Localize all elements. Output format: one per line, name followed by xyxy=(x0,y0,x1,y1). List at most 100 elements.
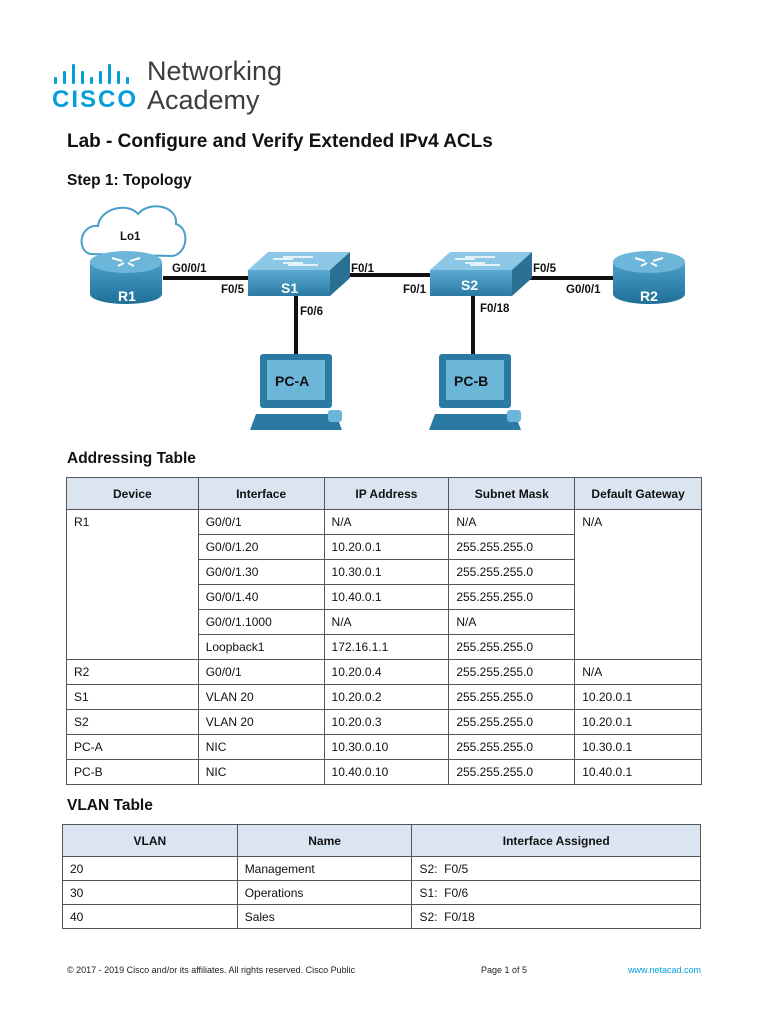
cell-gateway: 10.40.0.1 xyxy=(574,759,702,785)
cell-interface: NIC xyxy=(197,734,325,760)
cell-mask: 255.255.255.0 xyxy=(448,759,576,785)
footer-page-number: Page 1 of 5 xyxy=(481,965,528,975)
table-row: G0/0/1.30 10.30.0.1 255.255.255.0 xyxy=(67,559,702,585)
cell-vlan: 30 xyxy=(62,880,238,905)
cell-interface: NIC xyxy=(197,759,325,785)
table-row: 40 Sales S2: F0/18 xyxy=(62,904,701,929)
network-topology-diagram: Lo1 R1 S1 S2 R2 PC-A PC-B G0/0/1 F0/5 F0… xyxy=(80,205,685,430)
col-ip-address: IP Address xyxy=(323,477,450,510)
footer-copyright: © 2017 - 2019 Cisco and/or its affiliate… xyxy=(67,965,356,975)
label-s2: S2 xyxy=(461,277,478,293)
footer-netacad-link[interactable]: www.netacad.com xyxy=(627,965,701,975)
table-row: G0/0/1.40 10.40.0.1 255.255.255.0 xyxy=(67,584,702,610)
cell-mask: N/A xyxy=(448,609,576,635)
cisco-bars-icon xyxy=(54,62,144,84)
label-s1-f0-5: F0/5 xyxy=(221,284,245,296)
table-row: R1 G0/0/1 N/A N/A N/A xyxy=(66,509,702,660)
label-lo1: Lo1 xyxy=(120,231,141,243)
label-s1-f0-1: F0/1 xyxy=(351,263,375,275)
label-s2-f0-18: F0/18 xyxy=(480,303,510,315)
cell-device: R2 xyxy=(66,659,199,685)
label-s1: S1 xyxy=(281,280,298,296)
cell-interface: Loopback1 xyxy=(197,634,325,660)
cell-interface: G0/0/1 xyxy=(197,659,325,685)
cell-mask: N/A xyxy=(448,509,576,535)
vlan-table-heading: VLAN Table xyxy=(67,797,153,814)
cell-device: S1 xyxy=(66,684,199,710)
addressing-table-heading: Addressing Table xyxy=(67,450,196,467)
cell-device: PC-B xyxy=(66,759,199,785)
cell-ip: 10.20.0.1 xyxy=(323,534,450,560)
col-interface-assigned: Interface Assigned xyxy=(411,824,701,857)
table-row: 20 Management S2: F0/5 xyxy=(62,856,701,881)
cell-mask: 255.255.255.0 xyxy=(448,634,576,660)
table-row: PC-B NIC 10.40.0.10 255.255.255.0 10.40.… xyxy=(66,759,702,785)
cell-ip: 10.40.0.1 xyxy=(323,584,450,610)
col-vlan: VLAN xyxy=(62,824,238,857)
switch-s2 xyxy=(430,252,532,296)
cell-interface: G0/0/1.20 xyxy=(197,534,325,560)
cell-interface: G0/0/1 xyxy=(197,509,325,535)
cell-name: Management xyxy=(236,856,413,881)
router-r2 xyxy=(613,251,685,304)
brand-academy: Academy xyxy=(147,85,260,115)
topology-links xyxy=(118,238,618,362)
label-s2-f0-1: F0/1 xyxy=(403,284,427,296)
table-row: S1 VLAN 20 10.20.0.2 255.255.255.0 10.20… xyxy=(66,684,702,710)
cell-mask: 255.255.255.0 xyxy=(448,584,576,610)
cell-gateway: N/A xyxy=(574,509,702,660)
cell-ip: 10.20.0.3 xyxy=(323,709,450,735)
cell-mask: 255.255.255.0 xyxy=(448,709,576,735)
label-s1-f0-6: F0/6 xyxy=(300,306,323,318)
cloud-icon xyxy=(80,205,187,258)
cell-name: Sales xyxy=(236,904,413,929)
cell-vlan: 20 xyxy=(62,856,238,881)
cell-gateway: 10.20.0.1 xyxy=(574,709,702,735)
cell-ip: 10.20.0.2 xyxy=(323,684,450,710)
cell-interface: VLAN 20 xyxy=(197,684,325,710)
cell-ip: 10.20.0.4 xyxy=(323,659,450,685)
label-pc-a: PC-A xyxy=(275,373,309,389)
cell-device: R1 xyxy=(66,509,199,660)
col-device: Device xyxy=(66,477,199,510)
col-name: Name xyxy=(236,824,413,857)
cell-ip: 10.30.0.1 xyxy=(323,559,450,585)
switch-s1 xyxy=(248,252,350,296)
table-row: PC-A NIC 10.30.0.10 255.255.255.0 10.30.… xyxy=(66,734,702,760)
label-r1: R1 xyxy=(118,288,136,304)
label-pc-b: PC-B xyxy=(454,373,488,389)
cell-mask: 255.255.255.0 xyxy=(448,559,576,585)
table-row: G0/0/1.20 10.20.0.1 255.255.255.0 xyxy=(67,534,702,560)
cell-interface-assigned: S2: F0/18 xyxy=(411,904,701,929)
cell-mask: 255.255.255.0 xyxy=(448,684,576,710)
pc-b-icon xyxy=(429,354,521,430)
cell-vlan: 40 xyxy=(62,904,238,929)
cell-ip: 172.16.1.1 xyxy=(323,634,450,660)
cell-name: Operations xyxy=(236,880,413,905)
table-row: Loopback1 172.16.1.1 255.255.255.0 xyxy=(67,634,702,660)
col-subnet-mask: Subnet Mask xyxy=(448,477,576,510)
cell-mask: 255.255.255.0 xyxy=(448,659,576,685)
vlan-table-header: VLAN Name Interface Assigned xyxy=(62,824,701,857)
cell-device: S2 xyxy=(66,709,199,735)
cell-interface-assigned: S2: F0/5 xyxy=(411,856,701,881)
cell-ip: N/A xyxy=(323,509,450,535)
cell-interface: G0/0/1.1000 xyxy=(197,609,325,635)
label-r1-g0-0-1: G0/0/1 xyxy=(172,263,207,275)
vlan-table: VLAN Name Interface Assigned 20 Manageme… xyxy=(62,824,701,929)
cisco-networking-academy-logo: CISCO Networking Academy xyxy=(52,56,312,118)
cell-mask: 255.255.255.0 xyxy=(448,734,576,760)
col-default-gateway: Default Gateway xyxy=(574,477,702,510)
cell-gateway: 10.20.0.1 xyxy=(574,684,702,710)
router-r1 xyxy=(90,251,162,304)
cell-interface: G0/0/1.40 xyxy=(197,584,325,610)
col-interface: Interface xyxy=(197,477,325,510)
table-row: R2 G0/0/1 10.20.0.4 255.255.255.0 N/A xyxy=(66,659,702,685)
page-footer: © 2017 - 2019 Cisco and/or its affiliate… xyxy=(67,965,701,979)
label-s2-f0-5: F0/5 xyxy=(533,263,557,275)
cell-gateway: N/A xyxy=(574,659,702,685)
cell-ip: 10.40.0.10 xyxy=(323,759,450,785)
cell-ip: 10.30.0.10 xyxy=(323,734,450,760)
cisco-wordmark: CISCO xyxy=(52,86,139,113)
cell-ip: N/A xyxy=(323,609,450,635)
